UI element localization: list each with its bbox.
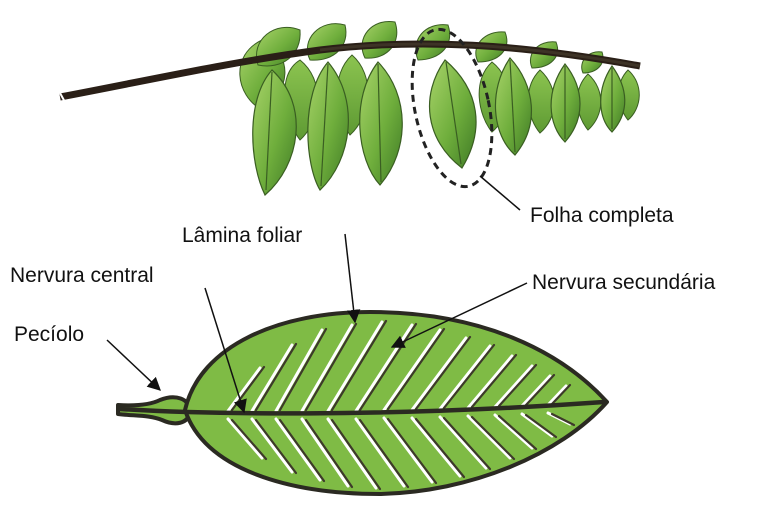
compound-leaf-illustration xyxy=(60,21,640,195)
leaf-anatomy-illustration xyxy=(118,312,607,494)
label-blade: Lâmina foliar xyxy=(182,224,302,247)
leaf-blade xyxy=(185,312,607,494)
blade-arrow xyxy=(345,234,355,322)
petiole-arrow xyxy=(107,340,160,390)
label-secondary-vein: Nervura secundária xyxy=(532,271,716,294)
complete-leaf-pointer xyxy=(480,176,520,210)
label-midrib: Nervura central xyxy=(10,264,154,287)
label-petiole: Pecíolo xyxy=(14,323,84,346)
label-complete-leaf: Folha completa xyxy=(530,204,674,227)
